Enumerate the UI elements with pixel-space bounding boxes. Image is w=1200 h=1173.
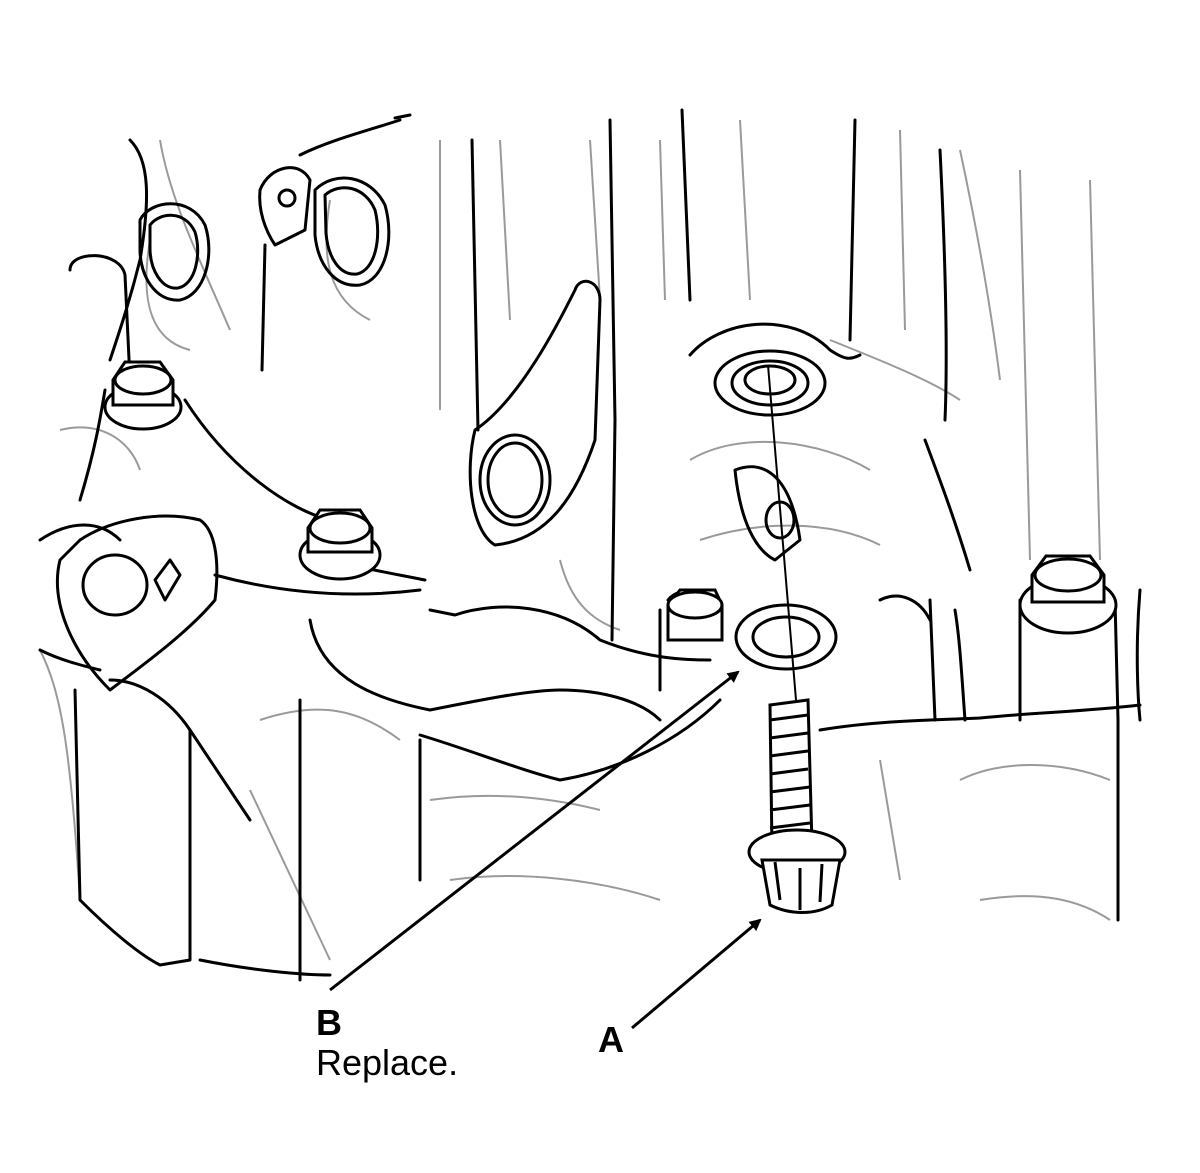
sealing-washer	[734, 603, 838, 671]
casting-contours	[39, 119, 1111, 961]
flange-bolt	[747, 698, 847, 914]
casting-outlines	[38, 108, 1142, 982]
callout-b-note: Replace.	[316, 1042, 459, 1083]
alignment-line	[767, 364, 797, 701]
left-center-bolt	[298, 508, 382, 581]
leader-line-b	[329, 670, 740, 992]
callout-a-letter: A	[598, 1019, 624, 1060]
right-bolt	[1018, 554, 1118, 635]
left-upper-bolt	[103, 360, 183, 431]
center-lower-bolt	[666, 588, 724, 642]
callout-b-letter: B	[316, 1002, 342, 1043]
leader-line-a	[631, 918, 762, 1030]
